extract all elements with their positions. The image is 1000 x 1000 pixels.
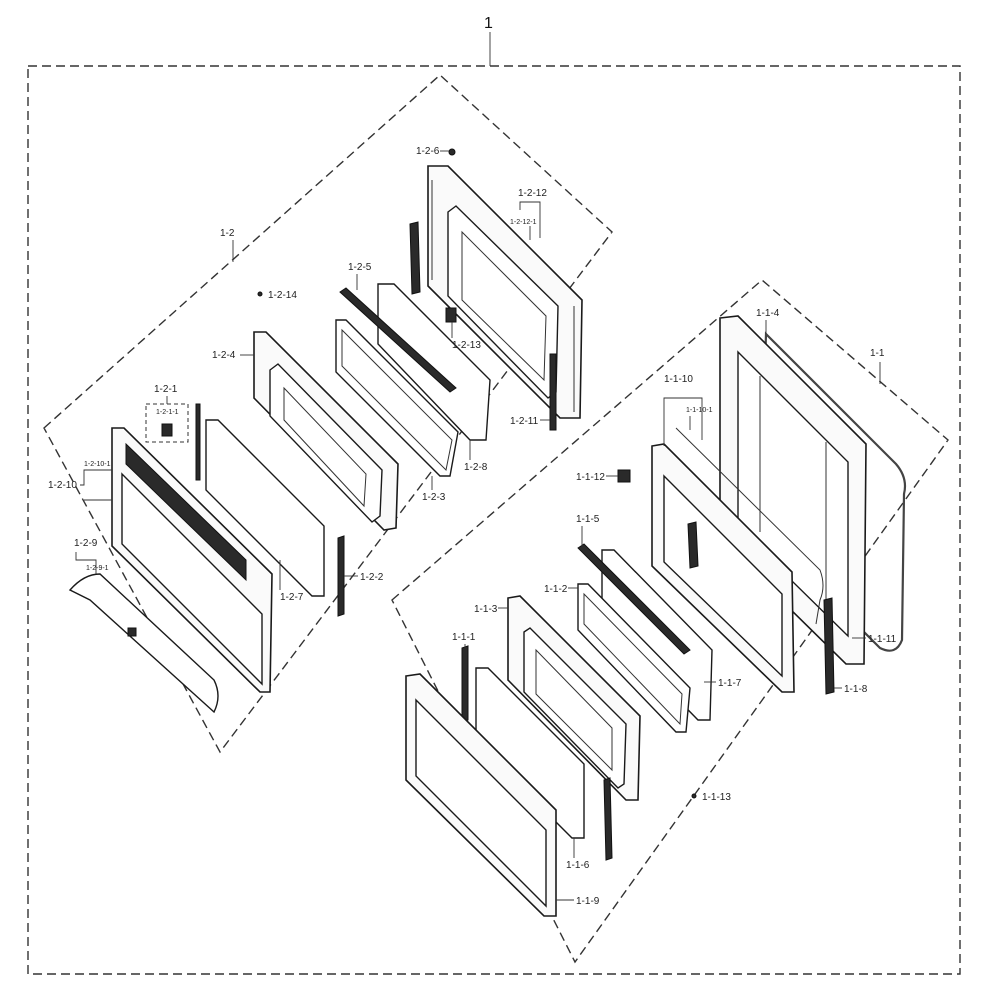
callout-1-1-11: 1-1-11 xyxy=(868,634,897,645)
callout-1-2-1: 1-2-1 xyxy=(154,384,178,395)
callout-1-2-9: 1-2-9 xyxy=(74,538,98,549)
callout-1-1-2: 1-1-2 xyxy=(544,584,568,595)
label-1-2: 1-2 xyxy=(220,228,235,239)
part-1-2-6-screw[interactable] xyxy=(448,148,456,156)
lower-door-assembly: 1-1 xyxy=(391,279,949,964)
part-1-1-4-gasket[interactable] xyxy=(758,331,907,652)
callout-1-1-1: 1-1-1 xyxy=(452,632,476,643)
part-1-1-13-screw[interactable] xyxy=(691,793,697,799)
part-1-1-9-outer-panel[interactable] xyxy=(405,673,557,917)
part-vent-trim[interactable] xyxy=(195,403,201,481)
callout-1-1-9: 1-1-9 xyxy=(576,896,600,907)
part-1-2-8-glass[interactable] xyxy=(377,283,491,441)
part-1-2-9-handle[interactable] xyxy=(68,573,219,714)
part-1-2-11-hinge[interactable] xyxy=(409,221,557,431)
part-1-1-3-liner[interactable] xyxy=(507,595,641,801)
callout-1-2-7: 1-2-7 xyxy=(280,592,304,603)
callout-1-1-3: 1-1-3 xyxy=(474,604,498,615)
callout-1-1-5: 1-1-5 xyxy=(576,514,600,525)
callout-1-2-1-1: 1-2-1-1 xyxy=(156,409,179,416)
callout-1-2-5: 1-2-5 xyxy=(348,262,372,273)
part-1-1-12-clip[interactable] xyxy=(617,469,631,483)
label-1-1: 1-1 xyxy=(870,348,885,359)
callout-1-2-8: 1-2-8 xyxy=(464,462,488,473)
assembly-title: 1 xyxy=(484,15,493,32)
part-handle-mount[interactable] xyxy=(127,627,137,637)
callout-1-2-3: 1-2-3 xyxy=(422,492,446,503)
part-1-2-3-glass-pack[interactable] xyxy=(335,319,459,477)
callout-1-2-11: 1-2-11 xyxy=(510,416,539,427)
callout-1-2-10-1: 1-2-10-1 xyxy=(84,461,111,468)
callout-1-2-14: 1-2-14 xyxy=(268,290,297,301)
part-1-2-1-1-clip[interactable] xyxy=(161,423,173,437)
callout-1-1-8: 1-1-8 xyxy=(844,684,868,695)
callout-1-1-6: 1-1-6 xyxy=(566,860,590,871)
callout-1-1-12: 1-1-12 xyxy=(576,472,605,483)
part-1-1-8-hinge[interactable] xyxy=(823,597,835,695)
callout-1-2-6: 1-2-6 xyxy=(416,146,440,157)
part-1-2-2-bracket[interactable] xyxy=(337,535,345,617)
callout-1-1-13: 1-1-13 xyxy=(702,792,731,803)
callout-1-1-4: 1-1-4 xyxy=(756,308,780,319)
part-1-2-14-screw[interactable] xyxy=(257,291,263,297)
callout-1-1-10: 1-1-10 xyxy=(664,374,693,385)
part-1-1-1-bracket[interactable] xyxy=(461,645,469,723)
upper-door-assembly: 1-2 xyxy=(43,74,613,754)
callout-1-2-10: 1-2-10 xyxy=(48,480,77,491)
lower-assembly-boundary xyxy=(391,279,949,964)
upper-callouts: 1-2-6 1-2-12 1-2-12-1 1-2-5 1-2-14 1-2-1… xyxy=(48,146,550,603)
callout-1-2-12-1: 1-2-12-1 xyxy=(510,219,537,226)
part-1-2-13-clip[interactable] xyxy=(445,307,457,323)
lower-callouts: 1-1-4 1-1-10 1-1-10-1 1-1-12 1-1-5 1-1-2… xyxy=(452,308,897,907)
callout-1-2-12: 1-2-12 xyxy=(518,188,547,199)
callout-1-2-9-1: 1-2-9-1 xyxy=(86,565,109,572)
part-1-2-12-inner-frame[interactable] xyxy=(427,165,583,419)
outer-assembly-frame xyxy=(27,65,961,975)
part-1-1-2-glass-pack[interactable] xyxy=(577,583,691,733)
part-1-2-10-outer-panel[interactable] xyxy=(111,427,273,693)
upper-assembly-boundary xyxy=(43,74,613,754)
part-side-bracket[interactable] xyxy=(603,777,613,861)
callout-1-1-10-1: 1-1-10-1 xyxy=(686,407,713,414)
part-outer-glass[interactable] xyxy=(205,419,325,597)
callout-1-2-4: 1-2-4 xyxy=(212,350,236,361)
part-1-2-4-liner[interactable] xyxy=(253,331,399,531)
callout-1-2-13: 1-2-13 xyxy=(452,340,481,351)
part-hinge-left[interactable] xyxy=(687,521,699,569)
callout-1-1-7: 1-1-7 xyxy=(718,678,742,689)
callout-1-2-2: 1-2-2 xyxy=(360,572,384,583)
part-1-2-5-seal[interactable] xyxy=(339,287,457,393)
part-rear-frame[interactable] xyxy=(719,315,867,665)
